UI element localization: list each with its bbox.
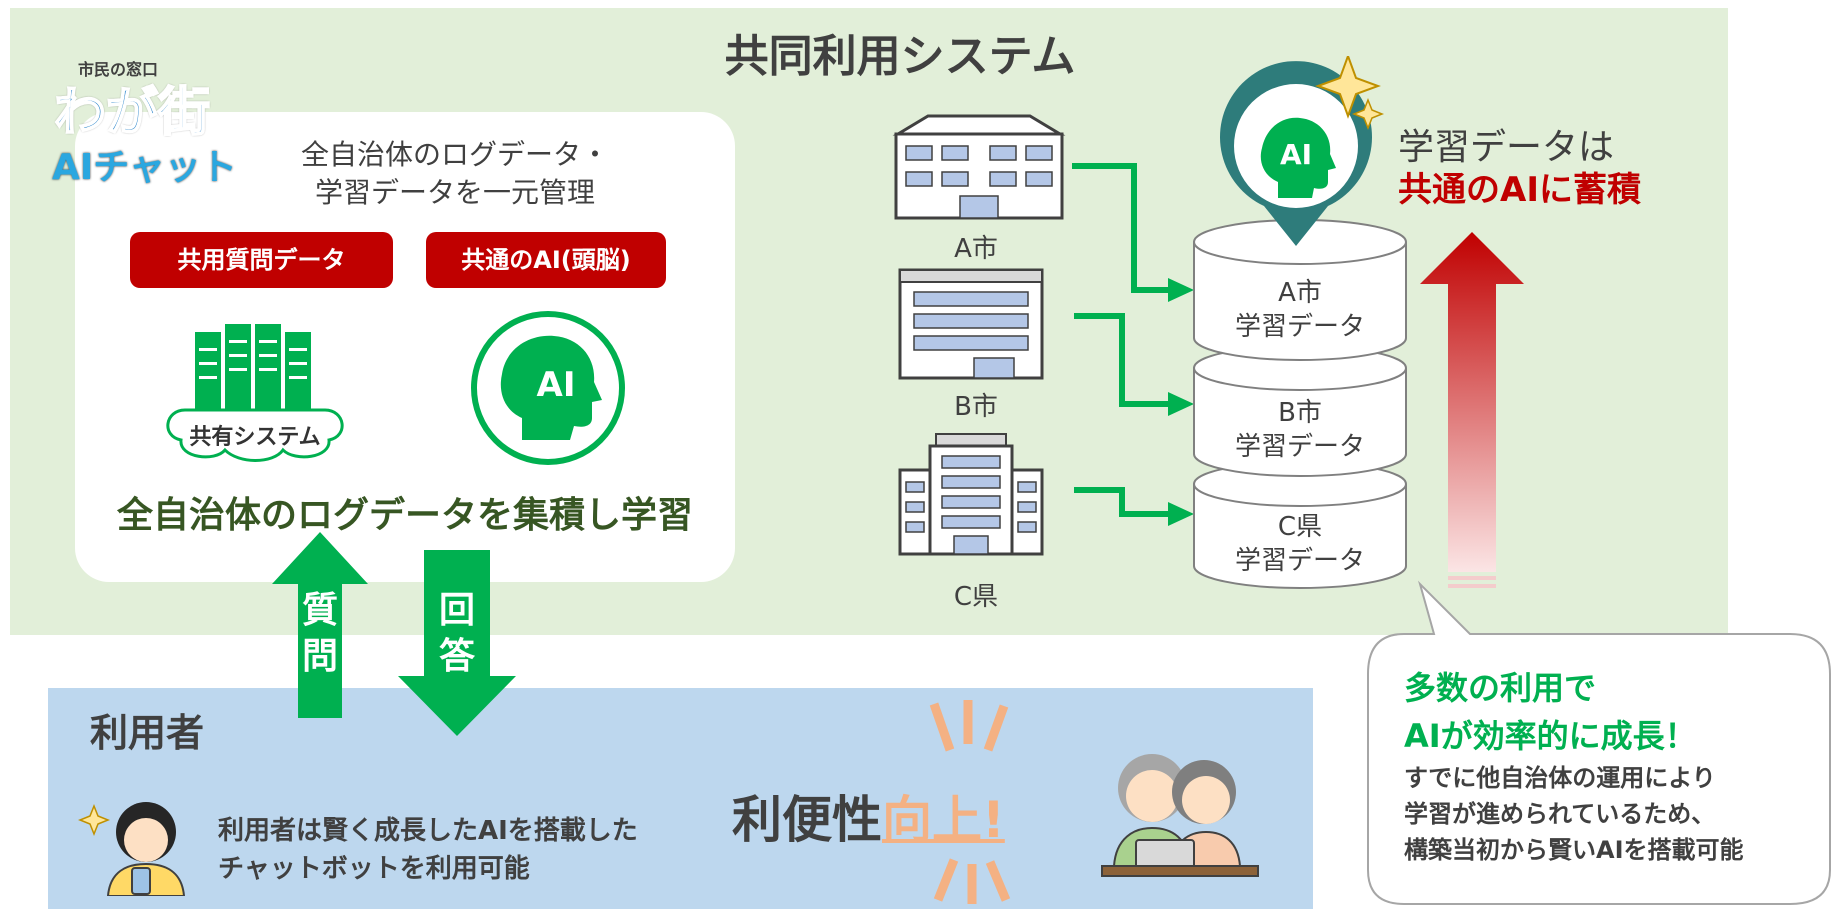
ai-head-icon: AI [471,311,625,465]
user-person-icon [78,802,186,896]
accumulate-line-1: 学習データは [1398,127,1615,168]
central-management-box [75,112,735,582]
db-c-subtitle: 学習データ [1234,546,1365,576]
burst-lines [929,700,1011,904]
ai-pin-icon: AI [1220,56,1385,247]
question-arrow [272,532,368,718]
db-a-title: A市 [1278,278,1322,308]
callout-bubble [1367,580,1831,905]
growth-up-arrow [1420,232,1524,588]
db-a: A市 学習データ [1190,276,1410,344]
convenience-text: 利便性向上! [732,780,1005,852]
answer-arrow [398,550,516,736]
logo-small-text: 市民の窓口 [78,60,159,79]
prefecture-c-building-icon [898,433,1044,556]
database-stack [1193,219,1407,589]
shared-question-data-label: 共用質問データ [130,232,393,288]
common-ai-label: 共通のAI(頭脳) [426,232,666,288]
answer-char-2: 答 [438,636,475,677]
accumulate-line-2: 共通のAIに蓄積 [1398,170,1641,210]
convenience-prefix: 利便性 [732,791,882,849]
shared-system-icon: 共有システム [166,324,344,462]
convenience-highlight: 向上! [882,791,1005,849]
db-b-title: B市 [1278,398,1322,428]
user-description-line-2: チャットボットを利用可能 [218,854,530,884]
prefecture-c-label: C県 [953,582,999,612]
system-title: 共同利用システム [724,31,1076,82]
question-char-1: 質 [301,590,338,631]
logo-main-text: わが街 [53,82,211,144]
elderly-users-icon [1101,754,1259,877]
db-b: B市 学習データ [1190,396,1410,464]
city-b-building-icon [898,268,1044,380]
callout-body-line-3: 構築当初から賢いAIを搭載可能 [1404,836,1744,864]
callout-title-line-1: 多数の利用で [1404,669,1597,707]
callout-body: すでに他自治体の運用により 学習が進められているため、 構築当初から賢いAIを搭… [1404,760,1744,868]
ai-label: AI [537,365,576,405]
city-a-building-icon [892,114,1066,220]
management-line-2: 学習データを一元管理 [314,176,595,209]
connector-arrows [1072,163,1194,526]
sparkle-icon [1315,56,1381,119]
management-text: 全自治体のログデータ・ 学習データを一元管理 [230,136,680,212]
user-description-line-1: 利用者は賢く成長したAIを搭載した [218,816,638,846]
answer-char-1: 回 [438,590,475,631]
db-c-title: C県 [1277,512,1323,542]
ai-pin-label: AI [1280,138,1312,171]
db-b-subtitle: 学習データ [1234,432,1365,462]
db-c: C県 学習データ [1190,510,1410,578]
callout-body-line-2: 学習が進められているため、 [1404,800,1716,828]
user-title: 利用者 [90,711,205,755]
arrow-a-line [1072,163,1170,293]
logo-sub-text: AIチャット [52,147,237,188]
collect-text: 全自治体のログデータを集積し学習 [116,495,693,536]
user-description: 利用者は賢く成長したAIを搭載した チャットボットを利用可能 [218,812,638,888]
callout-title-line-2: AIが効率的に成長！ [1404,717,1697,755]
logo: 市民の窓口 わが街 AIチャット [48,56,238,206]
callout-body-line-1: すでに他自治体の運用により [1404,764,1716,792]
question-char-2: 問 [301,636,338,677]
city-b-label: B市 [954,392,998,422]
management-line-1: 全自治体のログデータ・ [300,138,609,171]
arrow-c-line [1074,487,1170,517]
city-a-label: A市 [954,234,998,264]
callout-title: 多数の利用で AIが効率的に成長！ [1404,664,1697,760]
shared-system-label: 共有システム [189,424,320,450]
db-a-subtitle: 学習データ [1234,312,1365,342]
arrow-b-line [1074,313,1170,407]
